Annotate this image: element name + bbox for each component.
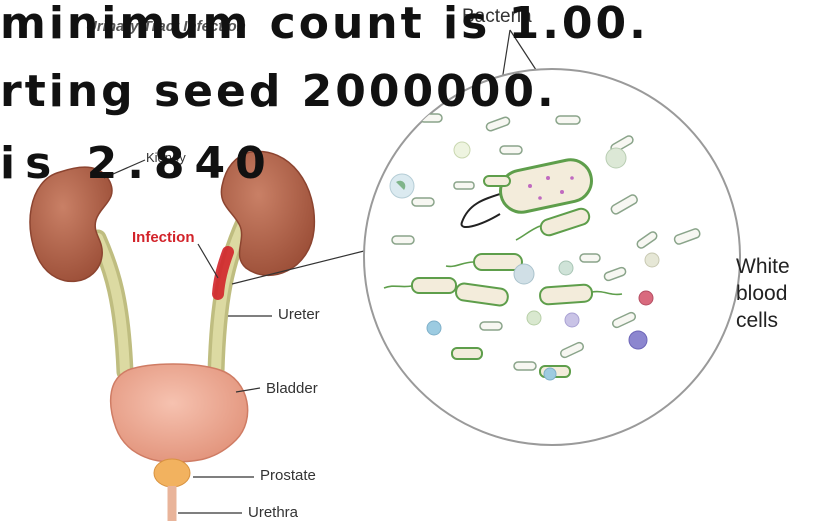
- urethra-label: Urethra: [248, 504, 298, 521]
- prostate-organ: [154, 459, 190, 487]
- white-blood-cells-label: White blood cells: [736, 254, 790, 335]
- infection-label: Infection: [132, 229, 195, 246]
- ureter-label: Ureter: [278, 306, 320, 323]
- overlay-text-line-2: rting seed 2000000.: [0, 70, 557, 114]
- bladder-organ: [111, 364, 248, 462]
- overlay-text-line-3: is 2.840: [0, 142, 276, 186]
- magnified-view: [364, 69, 740, 445]
- prostate-label: Prostate: [260, 467, 316, 484]
- overlay-text-line-1: minimum count is 1.00.: [0, 2, 649, 46]
- bladder-label: Bladder: [266, 380, 318, 397]
